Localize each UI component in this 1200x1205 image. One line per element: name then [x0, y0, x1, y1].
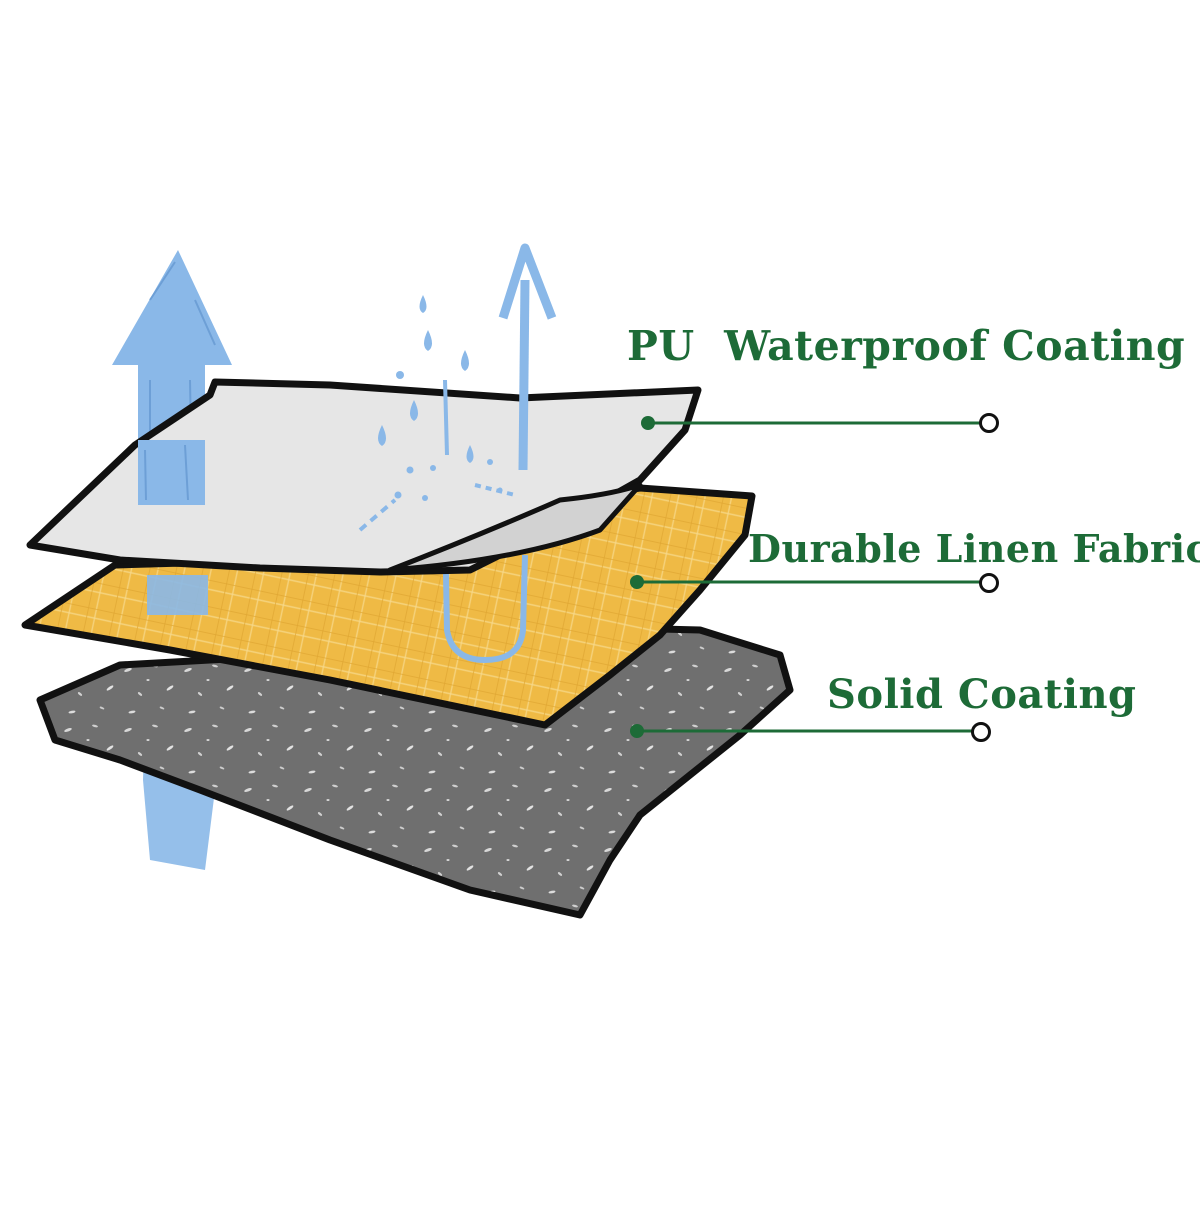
leader-dot-icon [630, 724, 644, 738]
label-solid-coating: Solid Coating [827, 671, 1137, 718]
peeled-corner [387, 482, 643, 573]
leader-dot-icon [641, 416, 655, 430]
water-drop-icon [358, 295, 516, 532]
right-up-arrow-icon [498, 243, 557, 471]
leader-ring-icon [971, 722, 991, 742]
leader-ring-icon [979, 573, 999, 593]
leader-line-solid [630, 722, 991, 742]
label-durable-linen-fabric: Durable Linen Fabric [748, 526, 1200, 571]
leader-line-linen [630, 573, 999, 593]
leader-dot-icon [630, 575, 644, 589]
label-pu-waterproof-coating: PU Waterproof Coating [627, 322, 1186, 370]
vapor-loop-arrow-icon [442, 519, 528, 664]
leader-ring-icon [979, 413, 999, 433]
left-up-arrow-overlay-icon [138, 440, 205, 505]
leader-line-pu [641, 413, 999, 433]
